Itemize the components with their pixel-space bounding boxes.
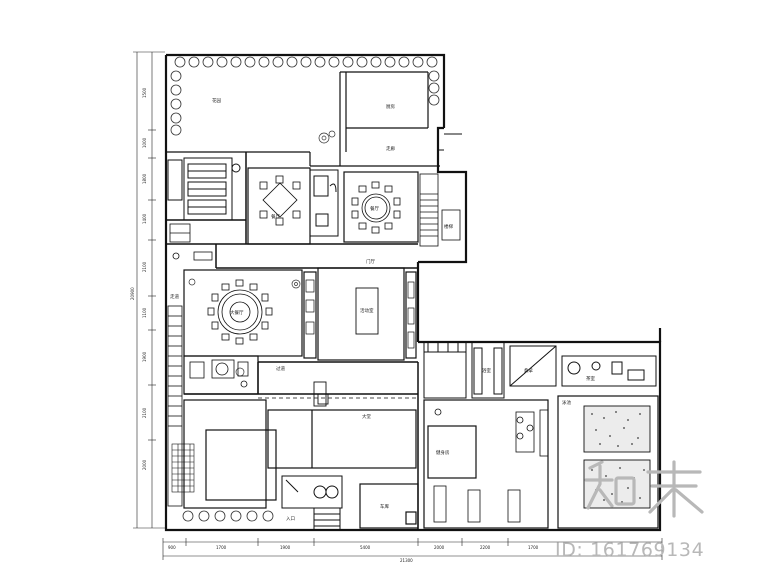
square-dining-table	[259, 175, 301, 226]
label-corridor-north: 走廊	[386, 145, 395, 152]
central-side-fixtures	[305, 279, 415, 349]
dim-left-total: 20900	[130, 287, 135, 300]
label-kitchen: 厨房	[386, 103, 395, 110]
watermark-id: ID: 161769134	[555, 539, 704, 561]
label-lobby: 大堂	[362, 413, 371, 420]
entrance-area	[281, 475, 343, 531]
left-dimension-texts: 1500 1000 1800 1400 2100 1100 1900 2100 …	[130, 87, 147, 470]
bath-block	[167, 157, 241, 221]
round-dining-table	[351, 181, 401, 234]
north-tree-row	[174, 56, 438, 68]
lounge-furniture	[189, 359, 249, 388]
label-dining-small: 餐厅	[271, 213, 280, 220]
pool-room	[557, 395, 659, 529]
round-dining-room	[343, 171, 419, 243]
tea-room	[561, 355, 657, 387]
dim-bottom-3: 1900	[280, 545, 291, 550]
label-hall: 门厅	[366, 258, 375, 265]
label-north-garden: 花园	[212, 97, 221, 104]
label-central-room: 活动室	[360, 307, 374, 314]
bottom-dimension-texts: 900 1700 1900 5400 2000 2200 1700 21300	[168, 545, 539, 563]
bottom-dimension-chain	[162, 538, 663, 560]
west-corridor	[167, 305, 183, 507]
label-sauna: 桑拿	[524, 367, 533, 374]
dim-left-6: 1100	[142, 307, 147, 318]
label-entrance: 入口	[286, 516, 295, 522]
lower-left-courtyard	[183, 399, 277, 509]
hatched-planter	[171, 443, 195, 493]
left-closet	[169, 223, 213, 261]
dim-bottom-1: 900	[168, 545, 176, 550]
passage-column	[313, 381, 329, 407]
dim-bottom-2: 1700	[216, 545, 227, 550]
hall-band-walls	[215, 243, 418, 269]
west-tree-column	[170, 70, 182, 136]
label-tea: 茶室	[586, 375, 595, 382]
north-interior-walls	[166, 71, 440, 167]
dim-left-8: 2100	[142, 407, 147, 418]
central-table	[355, 287, 379, 335]
label-stair-north: 楼梯	[444, 223, 453, 230]
dim-left-9: 2000	[142, 459, 147, 470]
south-tree-row	[182, 510, 274, 522]
plant-north	[318, 130, 336, 144]
dim-left-4: 1400	[142, 213, 147, 224]
big-round-table	[207, 279, 273, 345]
dim-bottom-6: 2200	[480, 545, 491, 550]
label-bath: 浴室	[482, 367, 491, 374]
lobby-walls	[267, 409, 417, 469]
label-pool: 泳池	[562, 399, 571, 406]
label-garage: 车库	[380, 503, 389, 510]
label-hallway-left: 走道	[170, 293, 179, 300]
dim-left-5: 2100	[142, 261, 147, 272]
dim-bottom-4: 5400	[360, 545, 371, 550]
watermark-logo	[584, 460, 704, 518]
east-tree-column	[428, 70, 440, 106]
label-big-round-table: 大餐厅	[230, 309, 244, 316]
label-passage: 过道	[276, 365, 285, 372]
dim-left-2: 1000	[142, 137, 147, 148]
central-room	[303, 267, 417, 361]
small-dining-room	[247, 167, 311, 245]
bath-block-walls	[166, 152, 247, 245]
gym-room	[423, 399, 549, 529]
dim-bottom-7: 1700	[528, 545, 539, 550]
label-gym: 健身房	[436, 449, 450, 456]
stair-north	[419, 173, 461, 247]
dim-bottom-5: 2000	[434, 545, 445, 550]
outer-walls	[164, 53, 662, 532]
pool-basin-upper	[583, 405, 651, 453]
service-room	[309, 169, 339, 237]
dim-left-3: 1800	[142, 173, 147, 184]
label-dining-round: 餐厅	[370, 205, 379, 212]
gym-equipment	[433, 408, 549, 523]
left-dimension-chain	[133, 51, 165, 529]
garage-room	[359, 483, 419, 529]
right-wing-utility	[423, 341, 557, 399]
upper-right-notch	[438, 133, 462, 151]
dim-left-1: 1500	[142, 87, 147, 98]
dim-bottom-total: 21300	[400, 558, 413, 563]
dim-left-7: 1900	[142, 351, 147, 362]
